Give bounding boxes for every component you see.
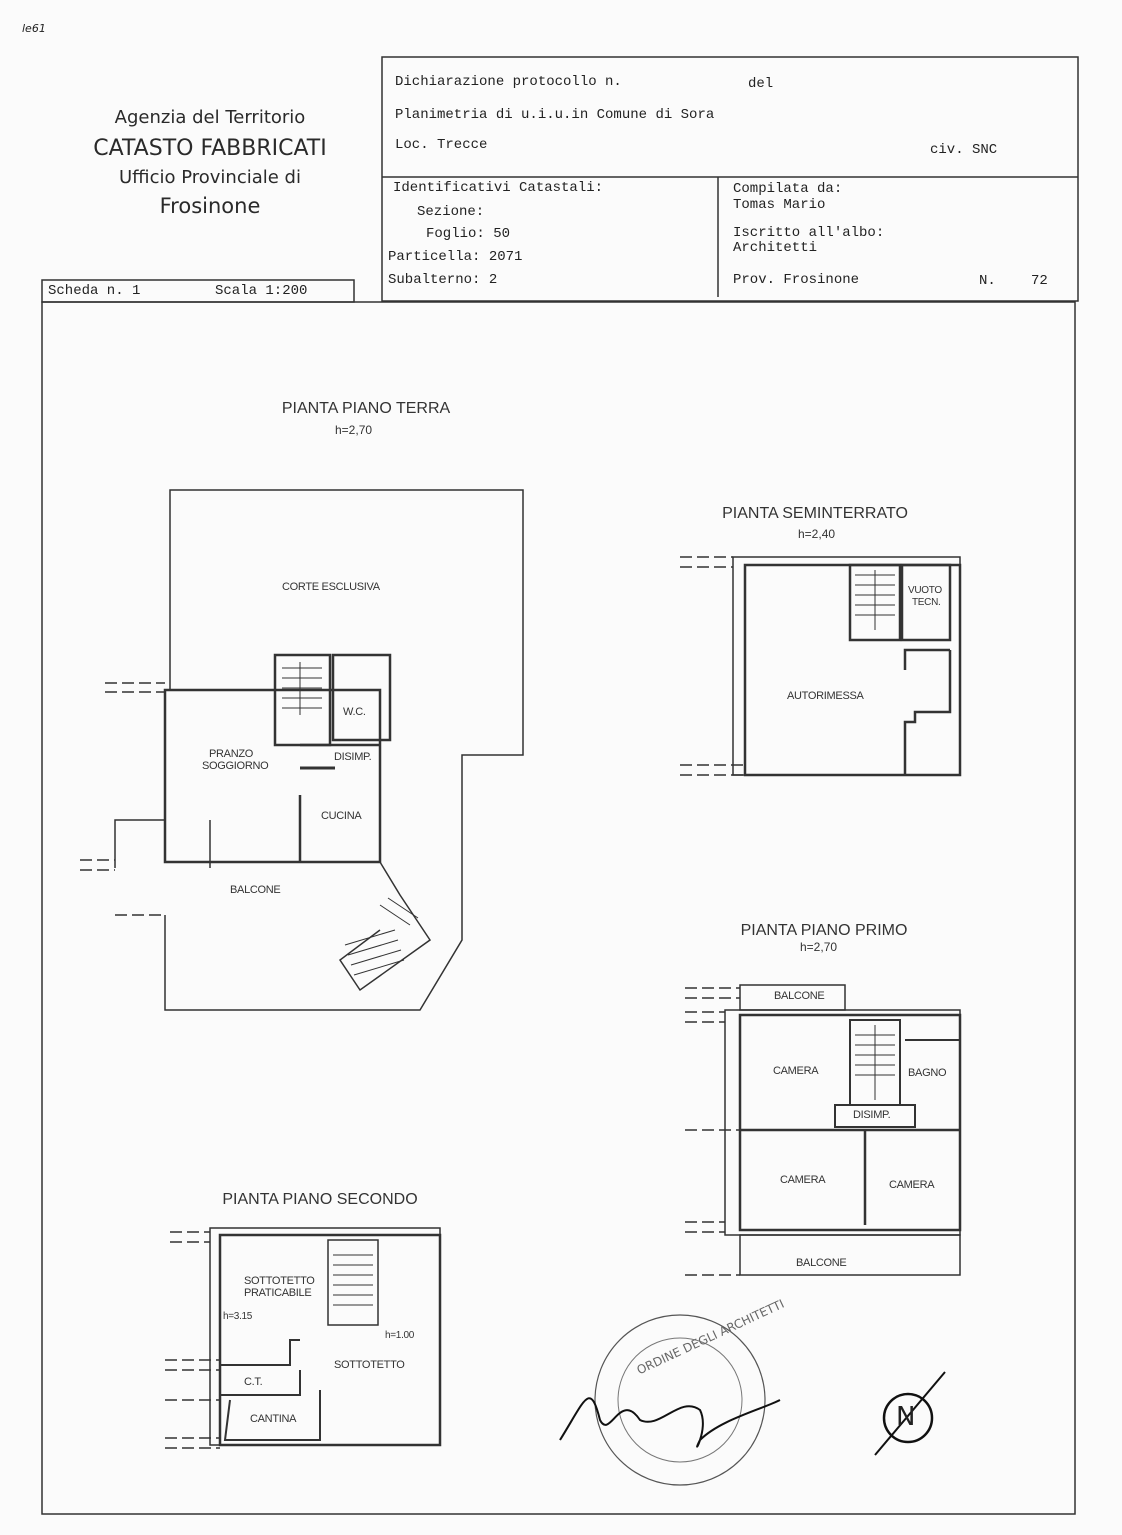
handwritten-note: le61 bbox=[22, 22, 46, 35]
room-label: CAMERA bbox=[780, 1174, 826, 1186]
room-label: CAMERA bbox=[889, 1179, 935, 1191]
north-arrow-circle bbox=[882, 1392, 934, 1444]
room-label: TECN. bbox=[912, 597, 941, 608]
plan-height-terra: h=2,70 bbox=[335, 423, 373, 437]
albo-value: Architetti bbox=[733, 240, 818, 256]
room-label: DISIMP. bbox=[334, 751, 372, 763]
catasto-title: CATASTO FABBRICATI bbox=[93, 136, 327, 161]
scale-label: Scala 1:200 bbox=[215, 283, 308, 299]
room-label: W.C. bbox=[343, 706, 366, 718]
room-label: SOTTOTETTO bbox=[244, 1275, 315, 1287]
agency-name: Agenzia del Territorio bbox=[114, 107, 306, 128]
province-name: Frosinone bbox=[159, 194, 261, 218]
plan-title-seminterrato: PIANTA SEMINTERRATO bbox=[722, 505, 908, 522]
plan-piano-terra bbox=[80, 489, 524, 1011]
planimetria-label: Planimetria di u.i.u.in Comune di Sora bbox=[395, 107, 715, 123]
scheda-number: Scheda n. 1 bbox=[48, 283, 141, 299]
room-label: DISIMP. bbox=[853, 1109, 891, 1121]
plan-title-secondo: PIANTA PIANO SECONDO bbox=[222, 1191, 418, 1208]
sheet-frame bbox=[41, 301, 1076, 1515]
stamp-inner-circle bbox=[617, 1337, 743, 1463]
subalterno-value: Subalterno: 2 bbox=[388, 272, 498, 288]
room-label: CANTINA bbox=[250, 1413, 297, 1425]
room-label: C.T. bbox=[244, 1376, 263, 1388]
plan-piano-secondo bbox=[165, 1227, 442, 1449]
room-label: BALCONE bbox=[774, 990, 825, 1002]
province-value: Prov. Frosinone bbox=[733, 272, 860, 288]
plan-height-primo: h=2,70 bbox=[800, 940, 838, 954]
stamp-circle bbox=[594, 1314, 766, 1486]
compilata-label: Compilata da: bbox=[733, 181, 843, 197]
foglio-value: Foglio: 50 bbox=[426, 226, 511, 242]
room-label: VUOTO bbox=[908, 585, 942, 596]
registration-number-label: N. bbox=[979, 273, 996, 289]
compiler-name: Tomas Mario bbox=[733, 197, 826, 213]
signature bbox=[559, 1397, 781, 1448]
plan-height-seminterrato: h=2,40 bbox=[798, 527, 836, 541]
ident-title: Identificativi Catastali: bbox=[393, 180, 604, 196]
room-height-label: h=3.15 bbox=[223, 1311, 253, 1322]
room-label: PRATICABILE bbox=[244, 1287, 312, 1299]
ufficio-label: Ufficio Provinciale di bbox=[119, 167, 301, 188]
sezione-label: Sezione: bbox=[417, 204, 485, 220]
north-arrow-icon: N bbox=[896, 1402, 916, 1432]
room-label: SOTTOTETTO bbox=[334, 1359, 405, 1371]
registration-number: 72 bbox=[1031, 273, 1048, 289]
protocol-date-label: del bbox=[748, 76, 774, 92]
iscritto-label: Iscritto all'albo: bbox=[733, 225, 885, 241]
north-arrow-line bbox=[874, 1371, 946, 1456]
room-label: CORTE ESCLUSIVA bbox=[282, 581, 380, 593]
locality-label: Loc. Trecce bbox=[395, 137, 488, 153]
room-label: CUCINA bbox=[321, 810, 362, 822]
room-label: BALCONE bbox=[796, 1257, 847, 1269]
plan-title-primo: PIANTA PIANO PRIMO bbox=[740, 922, 908, 939]
protocol-label: Dichiarazione protocollo n. bbox=[395, 74, 622, 90]
particella-value: Particella: 2071 bbox=[388, 249, 523, 265]
room-label: PRANZO bbox=[209, 748, 254, 760]
plan-seminterrato bbox=[680, 556, 962, 777]
room-label: CAMERA bbox=[773, 1065, 819, 1077]
header-box-frame bbox=[381, 56, 1079, 302]
room-label: BAGNO bbox=[908, 1067, 947, 1079]
room-height-label: h=1.00 bbox=[385, 1330, 415, 1341]
civic-number: civ. SNC bbox=[930, 142, 998, 158]
plan-title-terra: PIANTA PIANO TERRA bbox=[281, 400, 451, 417]
room-label: SOGGIORNO bbox=[202, 760, 269, 772]
room-label: AUTORIMESSA bbox=[787, 690, 864, 702]
plan-piano-primo bbox=[685, 984, 962, 1276]
room-label: BALCONE bbox=[230, 884, 281, 896]
